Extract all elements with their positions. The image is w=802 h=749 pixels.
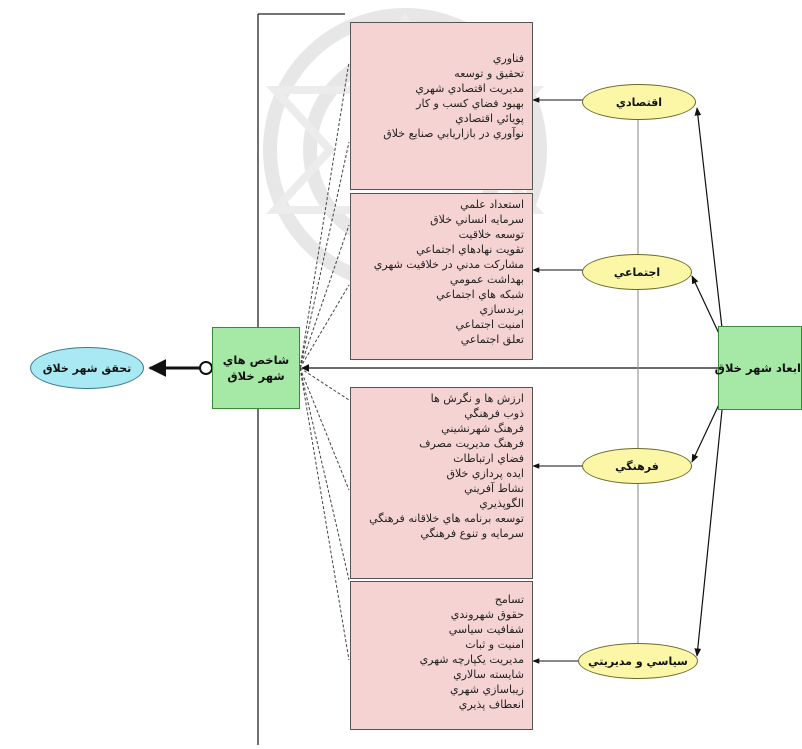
indicator-item: تعلق اجتماعي bbox=[460, 333, 524, 346]
dimension-ellipse-cultural: فرهنگي bbox=[582, 448, 692, 484]
indicator-item: حقوق شهروندي bbox=[450, 608, 524, 621]
indicator-item: ايده پردازي خلاق bbox=[446, 467, 524, 480]
dimensions-root-box: ابعاد شهر خلاق bbox=[714, 326, 802, 410]
dimensions-root-label: ابعاد شهر خلاق bbox=[714, 361, 801, 375]
arrow-root-political bbox=[694, 409, 723, 657]
fan-line-5 bbox=[299, 367, 350, 401]
indicator-item: پويائي اقتصادي bbox=[455, 112, 524, 125]
arrow-root-social bbox=[691, 275, 723, 341]
indicator-item: سرمايه و تنوع فرهنگي bbox=[420, 527, 524, 540]
indicator-item: برندسازي bbox=[479, 303, 524, 316]
arrow-root-economic bbox=[694, 107, 723, 329]
indicator-item: تقويت نهادهاي اجتماعي bbox=[416, 243, 524, 256]
dimension-label: اقتصادي bbox=[615, 95, 663, 109]
indicator-item: فرهنگ مديريت مصرف bbox=[419, 437, 524, 450]
indicator-item: امنيت اجتماعي bbox=[455, 318, 524, 331]
fan-line-4 bbox=[299, 284, 350, 369]
fan-line-8 bbox=[299, 367, 350, 661]
fan-line-1 bbox=[299, 61, 350, 369]
indicator-item: تسامح bbox=[494, 593, 524, 606]
indicator-item: تحقيق و توسعه bbox=[454, 67, 524, 80]
dimension-label: اجتماعي bbox=[613, 265, 661, 279]
dimension-label: فرهنگي bbox=[615, 459, 659, 473]
indicator-item: نوآوري در بازاريابي صنايع خلاق bbox=[383, 127, 524, 140]
connector-origin-circle bbox=[199, 361, 213, 375]
indicator-item: الگوپذيري bbox=[479, 497, 524, 510]
indicator-group-social: استعداد علمي سرمايه انساني خلاق توسعه خل… bbox=[350, 193, 533, 360]
indicator-item: بهداشت عمومي bbox=[449, 273, 524, 286]
indicator-item: توسعه برنامه هاي خلاقانه فرهنگي bbox=[369, 512, 524, 525]
indicators-box: شاخص هاي شهر خلاق bbox=[212, 327, 300, 409]
outcome-label: تحقق شهر خلاق bbox=[42, 361, 132, 375]
indicator-item: توسعه خلاقيت bbox=[458, 228, 524, 241]
indicator-item: مديريت اقتصادي شهري bbox=[415, 82, 524, 95]
indicator-item: استعداد علمي bbox=[460, 198, 524, 211]
indicator-item: بهبود فضاي كسب و كار bbox=[416, 97, 524, 110]
indicator-item: امنيت و ثبات bbox=[465, 638, 524, 651]
indicator-item: سرمايه انساني خلاق bbox=[430, 213, 524, 226]
indicators-label-line2: شهر خلاق bbox=[227, 369, 285, 383]
indicators-label-line1: شاخص هاي bbox=[222, 353, 290, 367]
indicator-item: انعطاف پذيري bbox=[458, 698, 524, 711]
indicator-group-economic: فناوري تحقيق و توسعه مديريت اقتصادي شهري… bbox=[350, 22, 533, 190]
arrow-root-cultural bbox=[691, 397, 723, 463]
indicator-item: شايسته سالاري bbox=[453, 668, 524, 681]
indicator-item: شفافيت سياسي bbox=[448, 623, 524, 636]
fan-line-3 bbox=[299, 224, 350, 369]
dimension-ellipse-economic: اقتصادي bbox=[582, 84, 696, 120]
indicator-item: ارزش ها و نگرش ها bbox=[430, 392, 524, 405]
outcome-ellipse: تحقق شهر خلاق bbox=[30, 347, 144, 389]
dimension-ellipse-political: سياسي و مديريتي bbox=[578, 643, 698, 679]
indicator-item: ذوب فرهنگي bbox=[464, 407, 524, 420]
fan-line-2 bbox=[299, 141, 350, 369]
fan-line-7 bbox=[299, 367, 350, 581]
indicator-item: زيباسازي شهري bbox=[450, 683, 524, 696]
indicator-item: فرهنگ شهرنشيني bbox=[441, 422, 524, 435]
indicator-group-political: تسامح حقوق شهروندي شفافيت سياسي امنيت و … bbox=[350, 581, 533, 730]
dimension-ellipse-social: اجتماعي bbox=[582, 254, 692, 290]
indicator-item: مشاركت مدني در خلاقيت شهري bbox=[373, 258, 524, 271]
indicator-item: نشاط آفريني bbox=[464, 482, 524, 495]
dimension-label: سياسي و مديريتي bbox=[588, 654, 688, 668]
indicator-item: شبكه هاي اجتماعي bbox=[436, 288, 524, 301]
indicator-item: فناوري bbox=[492, 52, 524, 65]
indicator-item: مديريت يكپارچه شهري bbox=[419, 653, 524, 666]
indicator-item: فضاي ارتباطات bbox=[453, 452, 524, 465]
fan-line-6 bbox=[299, 367, 350, 491]
indicator-group-cultural: ارزش ها و نگرش ها ذوب فرهنگي فرهنگ شهرنش… bbox=[350, 387, 533, 579]
